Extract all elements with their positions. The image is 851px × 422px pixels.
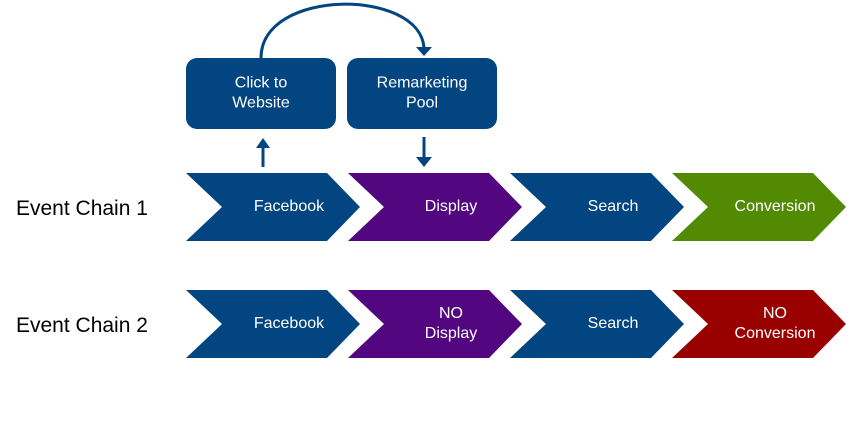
chevron-shape: [348, 173, 522, 241]
chevron-shape: [186, 290, 360, 358]
step-label: Facebook: [254, 198, 325, 215]
curved-arrow-line: [259, 2, 426, 59]
chevron-shape: [672, 173, 846, 241]
event-chain-1: Event Chain 1 Facebook Display Search Conver…: [16, 173, 846, 241]
event-chain-label: Event Chain 1: [16, 197, 148, 220]
step-facebook: Facebook: [186, 173, 360, 241]
step-label: Display: [425, 198, 477, 215]
box-shape: [186, 58, 336, 129]
box-label: Click to: [235, 75, 288, 92]
step-no-conversion: NO Conversion: [672, 290, 846, 358]
step-label: Facebook: [254, 315, 325, 332]
chevron-shape: [348, 290, 522, 358]
box-label: Pool: [406, 95, 438, 112]
step-conversion: Conversion: [672, 173, 846, 241]
chevron-shape: [510, 173, 684, 241]
up-arrow-icon: [256, 138, 270, 148]
curved-arrowhead-icon: [416, 47, 432, 56]
chevron-shape: [510, 290, 684, 358]
box-shape: [347, 58, 497, 129]
step-no-display: NO Display: [348, 290, 522, 358]
down-arrow-icon: [416, 157, 432, 167]
step-facebook: Facebook: [186, 290, 360, 358]
step-display: Display: [348, 173, 522, 241]
step-label: NO: [763, 305, 787, 322]
step-label: Conversion: [735, 325, 816, 342]
event-chain-2: Event Chain 2 Facebook NO Display Search NO Co…: [16, 290, 846, 358]
box-label: Remarketing: [377, 75, 468, 92]
chevron-shape: [672, 290, 846, 358]
step-search: Search: [510, 290, 684, 358]
step-label: Display: [425, 325, 477, 342]
step-label: NO: [439, 305, 463, 322]
box-label: Website: [232, 95, 290, 112]
box-click-to-website: Click to Website: [186, 58, 336, 129]
step-search: Search: [510, 173, 684, 241]
step-label: Conversion: [735, 198, 816, 215]
step-label: Search: [588, 198, 639, 215]
step-label: Search: [588, 315, 639, 332]
event-chain-label: Event Chain 2: [16, 314, 148, 337]
chevron-shape: [186, 173, 360, 241]
connectors: [256, 2, 432, 167]
